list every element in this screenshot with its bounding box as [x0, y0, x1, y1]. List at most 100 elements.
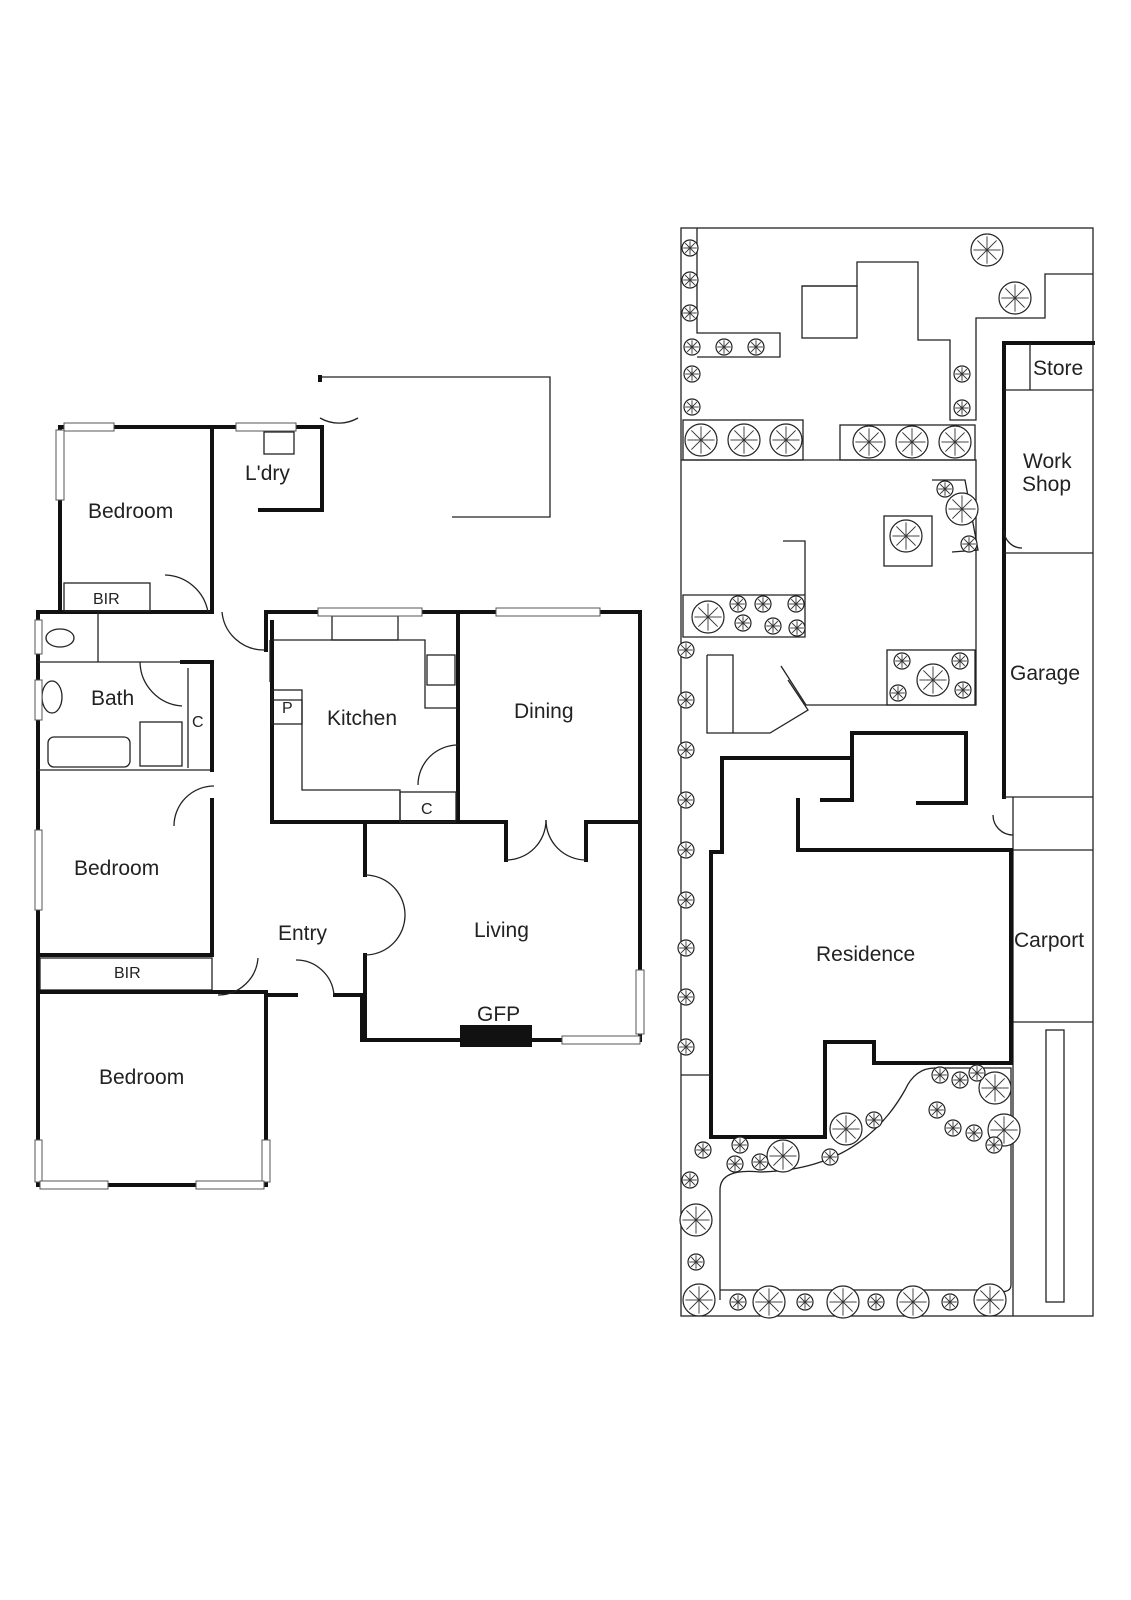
- room-label-entry: Entry: [278, 922, 328, 945]
- tree-icon-branch: [901, 655, 908, 662]
- tree-icon-branch: [776, 439, 787, 450]
- tree-icon-branch: [962, 689, 969, 696]
- tree-icon-branch: [934, 1069, 941, 1076]
- tree-icon-branch: [963, 538, 970, 545]
- tree-icon-branch: [985, 1078, 996, 1089]
- tree-icon-branch: [949, 1301, 956, 1308]
- tree-icon-branch: [836, 1119, 847, 1130]
- tree-icon-branch: [689, 1299, 700, 1310]
- tree-icon-branch: [961, 402, 968, 409]
- tree-icon-branch: [685, 844, 692, 851]
- tree-icon-branch: [680, 991, 687, 998]
- tree-icon-branch: [742, 617, 749, 624]
- site-label-workshop: Work: [1023, 450, 1072, 473]
- tree-icon-branch: [971, 1067, 978, 1074]
- tree-icon-branch: [829, 1156, 836, 1163]
- tree-icon-branch: [684, 1174, 691, 1181]
- tree-icon-branch: [824, 1156, 831, 1163]
- tree-icon-branch: [968, 1127, 975, 1134]
- room-label-laundry: L'dry: [245, 462, 290, 485]
- tree-icon-branch: [932, 670, 943, 681]
- tree-icon-branch: [734, 1139, 741, 1146]
- tree-icon-branch: [685, 694, 692, 701]
- tree-icon-branch: [734, 430, 745, 441]
- tree-icon-branch: [791, 627, 798, 634]
- tree-icon-branch: [901, 660, 908, 667]
- tree-icon-branch: [977, 240, 988, 251]
- tree-icon-branch: [868, 1119, 875, 1126]
- tree-icon-branch: [695, 1210, 706, 1221]
- site-label-workshop: Shop: [1022, 473, 1071, 496]
- tree-icon-branch: [903, 1301, 914, 1312]
- tree-icon-branch: [936, 1104, 943, 1111]
- tree-icon-branch: [686, 1210, 697, 1221]
- tree-icon-branch: [737, 617, 744, 624]
- tree-icon-branch: [959, 1074, 966, 1081]
- basin: [41, 680, 63, 714]
- tree-icon-branch: [750, 346, 757, 353]
- bathtub: [47, 736, 131, 768]
- tree-icon-branch: [684, 274, 691, 281]
- tree-icon-branch: [939, 1074, 946, 1081]
- tree-icon-branch: [732, 598, 739, 605]
- door-swing: [319, 417, 359, 424]
- tree-icon-branch: [1014, 297, 1025, 308]
- tree-icon-branch: [690, 1256, 697, 1263]
- tree-icon-branch: [698, 616, 709, 627]
- tree-icon-branch: [743, 430, 754, 441]
- tree-icon-branch: [931, 1104, 938, 1111]
- tree-icon-branch: [680, 749, 687, 756]
- tree-icon-branch: [836, 1128, 847, 1139]
- tree-icon-branch: [785, 439, 796, 450]
- tree-icon-branch: [690, 1261, 697, 1268]
- site-label-residence: Residence: [816, 943, 915, 966]
- tree-icon-branch: [691, 368, 698, 375]
- tree-icon-branch: [976, 1072, 983, 1079]
- tree-icon-branch: [700, 430, 711, 441]
- tree-icon-branch: [952, 508, 963, 519]
- tree-icon-branch: [804, 1301, 811, 1308]
- tree-icon-branch: [962, 684, 969, 691]
- room-label-bedroom: Bedroom: [74, 857, 159, 880]
- tree-icon-branch: [988, 1144, 995, 1151]
- fireplace-label: GFP: [477, 1003, 520, 1026]
- tree-icon-branch: [968, 538, 975, 545]
- tree-icon-branch: [945, 432, 956, 443]
- tree-icon-branch: [795, 603, 802, 610]
- tree-icon-branch: [896, 535, 907, 546]
- tree-icon-branch: [939, 1069, 946, 1076]
- tree-icon-branch: [845, 1128, 856, 1139]
- tree-icon-branch: [739, 1139, 746, 1146]
- tree-icon-branch: [689, 312, 696, 319]
- tree-icon-branch: [956, 368, 963, 375]
- tree-icon-branch: [759, 1156, 766, 1163]
- tree-icon-branch: [729, 1158, 736, 1165]
- tree-icon-branch: [912, 1292, 923, 1303]
- tree-icon-branch: [718, 346, 725, 353]
- tree-icon-branch: [961, 407, 968, 414]
- tree-icon-branch: [934, 1074, 941, 1081]
- sink: [331, 615, 399, 641]
- tree-icon-branch: [680, 894, 687, 901]
- tree-icon-branch: [739, 1144, 746, 1151]
- tree-icon-branch: [829, 1151, 836, 1158]
- tree-icon-branch: [732, 1296, 739, 1303]
- tree-icon-branch: [684, 279, 691, 286]
- tree-icon-branch: [742, 622, 749, 629]
- tree-icon-branch: [939, 483, 946, 490]
- tree-icon-branch: [971, 1072, 978, 1079]
- tree-icon-branch: [734, 1163, 741, 1170]
- tree-icon-branch: [961, 499, 972, 510]
- tree-icon-branch: [799, 1301, 806, 1308]
- tree-icon-branch: [870, 1296, 877, 1303]
- tree-icon-branch: [980, 1299, 991, 1310]
- tree-icon-branch: [680, 899, 687, 906]
- tree-icon-branch: [680, 1046, 687, 1053]
- tree-icon-branch: [799, 1296, 806, 1303]
- tree-icon-branch: [842, 1301, 853, 1312]
- tree-icon-branch: [754, 1156, 761, 1163]
- tree-icon-branch: [685, 894, 692, 901]
- cooktop: [426, 654, 456, 686]
- tree-icon-branch: [689, 1290, 700, 1301]
